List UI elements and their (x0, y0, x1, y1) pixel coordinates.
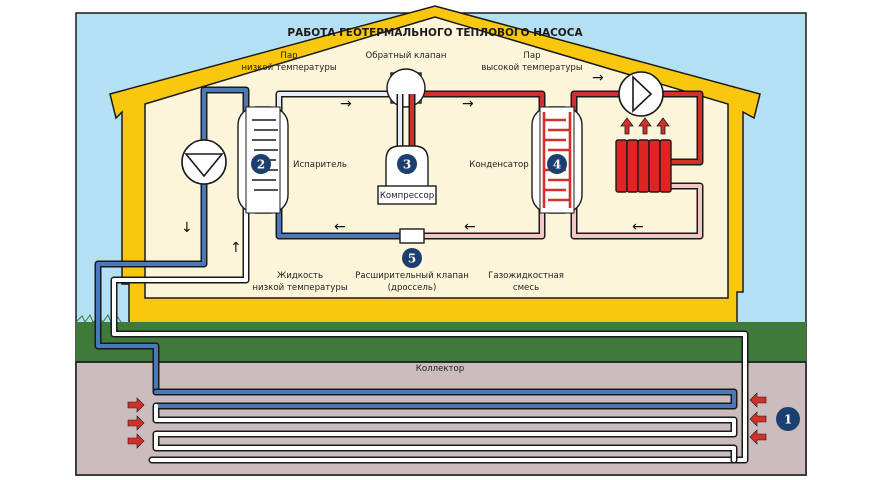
pump-triangle-icon (184, 153, 224, 178)
flow-arrow-up-icon: ↑ (230, 240, 242, 256)
heating-circulation-pump (618, 71, 664, 117)
heat-arrow-icon (620, 117, 634, 135)
grass-strip (76, 322, 806, 362)
compressor-label-box (377, 185, 437, 205)
marker-1-number: 1 (784, 413, 792, 427)
heat-inflow-arrow-icon (749, 411, 767, 427)
heat-inflow-arrow-icon (749, 392, 767, 408)
heat-arrow-icon (638, 117, 652, 135)
low-temp-liquid-label: низкой температуры (252, 283, 347, 293)
check-valve-label: Обратный клапан (366, 51, 447, 61)
flow-arrow-down-icon: ↓ (181, 220, 193, 236)
flow-arrow-left-icon: ← (632, 219, 644, 235)
heat-inflow-arrow-icon (749, 429, 767, 445)
heat-rising-arrows (620, 117, 670, 135)
gas-liquid-mix-label: Газожидкостная (488, 271, 564, 281)
ground-circulation-pump (181, 139, 227, 185)
low-temp-liquid-label: Жидкость (277, 271, 323, 281)
collector-label: Коллектор (416, 364, 465, 374)
compressor: 3 Компрессор (377, 145, 437, 205)
ground-heat-arrows-left (127, 397, 145, 449)
marker-5 (402, 248, 422, 268)
evaporator-label: Испаритель (293, 160, 347, 170)
check-valve (386, 68, 426, 150)
ground-return-pipe (110, 196, 749, 464)
flow-arrow-right-icon: → (462, 96, 474, 112)
heat-arrow-icon (656, 117, 670, 135)
marker-2 (251, 154, 271, 174)
diagram-title: РАБОТА ГЕОТЕРМАЛЬНОГО ТЕПЛОВОГО НАСОСА (287, 27, 583, 39)
condenser-label: Конденсатор (469, 160, 529, 170)
marker-3-number: 3 (403, 158, 411, 172)
expansion-valve-label: Расширительный клапан (355, 271, 469, 281)
cold-pipe-loop (94, 86, 250, 396)
heating-supply-pipe (570, 90, 704, 166)
flow-arrow-left-icon: ← (334, 219, 346, 235)
flow-arrow-right-icon: → (340, 96, 352, 112)
compressor-label: Компрессор (380, 191, 434, 201)
heating-return-pipe (570, 182, 704, 240)
radiator (615, 139, 672, 193)
condenser: 4 (531, 106, 583, 214)
high-temp-vapor-label: высокой температуры (481, 63, 583, 73)
ground-heat-arrows-right (749, 392, 767, 445)
marker-4-number: 4 (553, 158, 561, 172)
pump-triangle-icon (632, 75, 653, 113)
flow-arrow-right-icon: → (592, 70, 604, 86)
marker-4 (547, 154, 567, 174)
ground-collector-coils (152, 388, 738, 464)
high-temp-vapor-label: Пар (523, 51, 540, 61)
marker-3 (397, 154, 417, 174)
gas-liquid-mix-label: смесь (513, 283, 539, 293)
low-temp-vapor-label: низкой температуры (241, 63, 336, 73)
heat-inflow-arrow-icon (127, 397, 145, 413)
flow-arrow-left-icon: ← (464, 219, 476, 235)
marker-2-number: 2 (257, 158, 265, 172)
marker-5-number: 5 (408, 252, 416, 266)
marker-1 (776, 407, 800, 431)
low-temp-vapor-label: Пар (280, 51, 297, 61)
expansion-valve-label: (дроссель) (388, 283, 437, 293)
heat-inflow-arrow-icon (127, 415, 145, 431)
heat-inflow-arrow-icon (127, 433, 145, 449)
gas-liquid-mix-pipe (421, 201, 546, 240)
evaporator: 2 (237, 106, 289, 214)
expansion-valve: 5 (399, 228, 425, 268)
